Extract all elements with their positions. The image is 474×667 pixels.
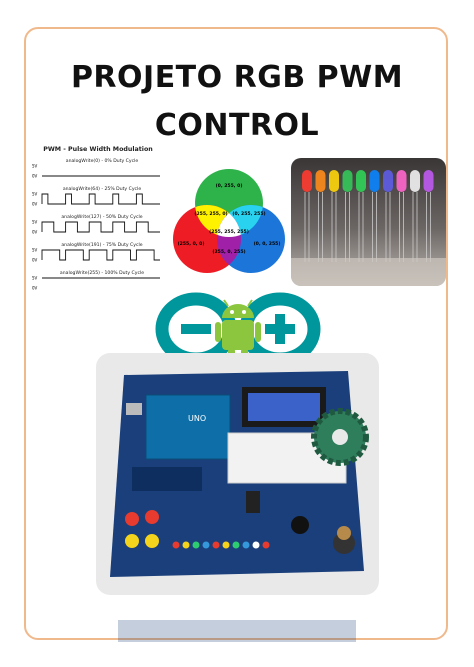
pwm-waveform [41,221,160,233]
kit-led-icon [252,541,260,549]
pwm-diagram: PWM - Pulse Width Modulation analogWrite… [32,146,160,291]
pwm-voltage-label: 5V [32,192,38,197]
pwm-waveform [41,193,160,205]
venn-label-red: (255, 0, 0) [178,241,205,247]
venn-label-blue: (0, 0, 255) [254,241,281,247]
venn-label-cyan: (0, 255, 255) [232,211,265,217]
pwm-voltage-label: 0V [32,286,38,291]
led-icon [383,170,393,192]
board-brand: UNO [188,414,206,423]
arduino-kit-photo: UNO [96,353,379,595]
buzzer [291,516,309,534]
led-icon [369,170,380,192]
pwm-voltage-label: 5V [32,276,38,281]
pwm-voltage-label: 0V [32,202,38,207]
page-frame [24,27,448,640]
venn-label-white: (255, 255, 255) [209,229,249,235]
pwm-row-label: analogWrite(255) - 100% Duty Cycle [60,270,144,276]
pwm-row-label: analogWrite(127) - 50% Duty Cycle [61,214,142,220]
kit-led-icon [262,541,270,549]
led-icon [302,170,312,192]
pwm-heading: PWM - Pulse Width Modulation [43,146,153,153]
pwm-voltage-label: 0V [32,258,38,263]
leds-photo [291,158,446,286]
kit-led-icon [172,541,180,549]
pwm-voltage-label: 5V [32,248,38,253]
arduino-board [145,394,231,460]
kit-led-icon [202,541,210,549]
venn-label-yellow: (255, 255, 0) [194,211,227,217]
kit-led-icon [212,541,220,549]
rgb-venn-diagram: (0, 255, 0) (255, 255, 0) (0, 255, 255) … [173,169,285,273]
kit-led-icon [232,541,240,549]
arduino-android-logo [155,292,321,366]
pwm-voltage-label: 0V [32,230,38,235]
led-icon [329,170,339,192]
pwm-row-label: analogWrite(64) - 25% Duty Cycle [63,186,142,192]
pwm-voltage-label: 5V [32,220,38,225]
led-icon [315,170,326,192]
kit-led-icon [222,541,230,549]
title-line-1: PROJETO RGB PWM [70,60,404,95]
pwm-waveform [41,249,160,261]
plus-icon-v [275,314,285,344]
white-region [217,205,241,237]
kit-led-icon [182,541,190,549]
venn-label-magenta: (255, 0, 255) [212,249,245,255]
kit-led-icon [192,541,200,549]
minus-icon [181,324,211,334]
kit-led-icon [242,541,250,549]
pwm-voltage-label: 0V [32,174,38,179]
pwm-row-label: analogWrite(0) - 0% Duty Cycle [66,158,139,164]
led-icon [410,170,420,192]
led-icon [423,170,434,192]
kit-reflection [118,620,356,642]
led-icon [396,170,407,192]
pwm-voltage-label: 5V [32,164,38,169]
pwm-row-label: analogWrite(191) - 75% Duty Cycle [61,242,142,248]
venn-label-green: (0, 255, 0) [216,183,243,189]
led-icon [342,170,353,192]
potentiometer [333,532,355,554]
led-icon [356,170,366,192]
title-line-2: CONTROL [154,108,320,143]
